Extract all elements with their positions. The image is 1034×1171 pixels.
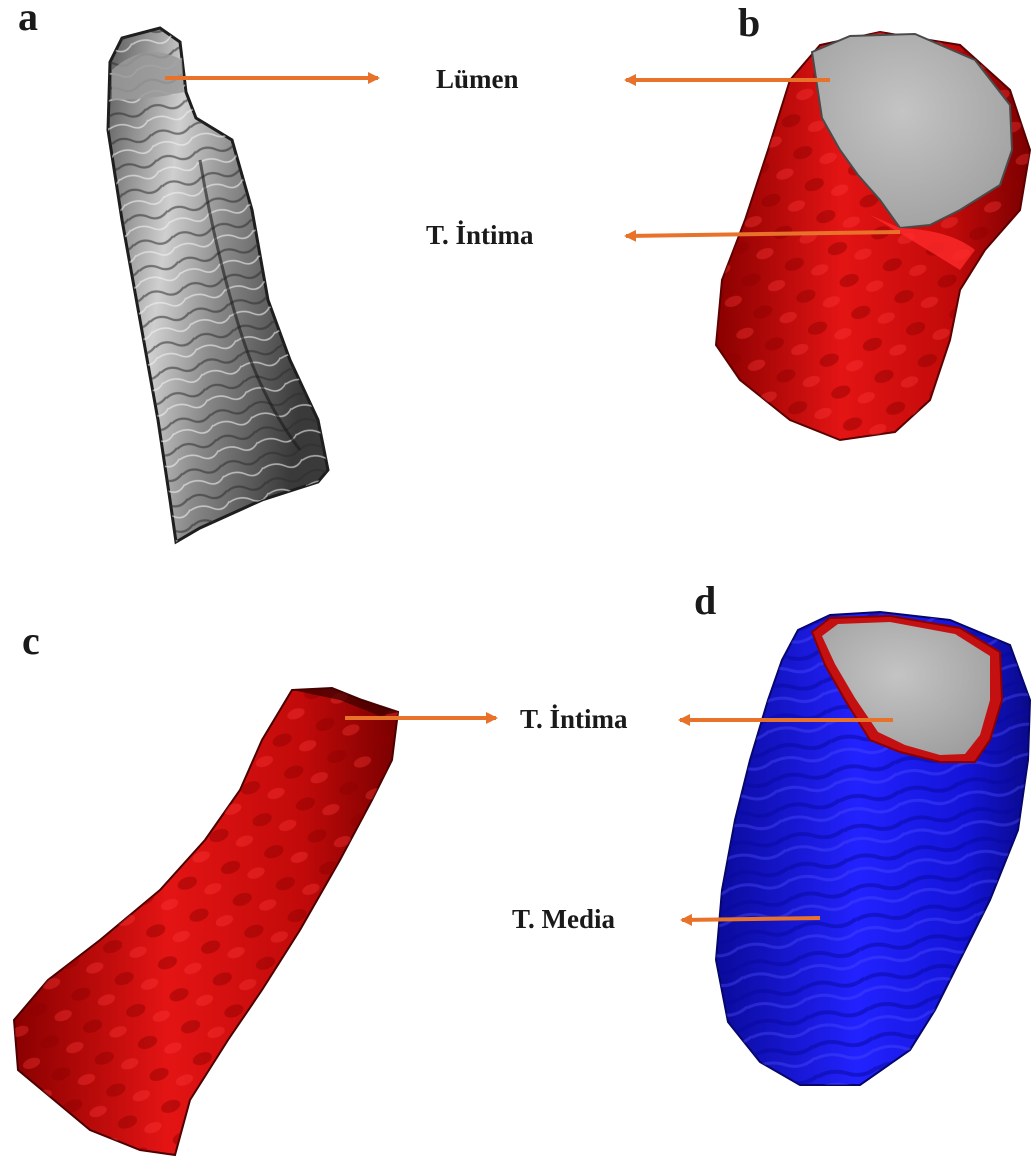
panel-letter-c: c xyxy=(22,618,40,663)
intima-model-b xyxy=(716,32,1030,440)
panel-a: a xyxy=(18,0,328,542)
panel-letter-a: a xyxy=(18,0,38,39)
label-media: T. Media xyxy=(512,904,615,934)
intima-model-c xyxy=(14,688,398,1155)
label-intima-top: T. İntima xyxy=(426,220,534,250)
panel-c: c xyxy=(14,618,398,1155)
label-intima-bottom: T. İntima xyxy=(520,704,628,734)
panel-letter-b: b xyxy=(738,0,760,45)
panel-letter-d: d xyxy=(694,578,716,623)
media-model-d xyxy=(716,612,1030,1085)
arrow-d-to-media xyxy=(682,918,820,920)
panel-b: b xyxy=(716,0,1030,440)
panel-d: d xyxy=(694,578,1030,1085)
label-lumen: Lümen xyxy=(436,64,519,94)
lumen-model-a xyxy=(108,28,328,542)
